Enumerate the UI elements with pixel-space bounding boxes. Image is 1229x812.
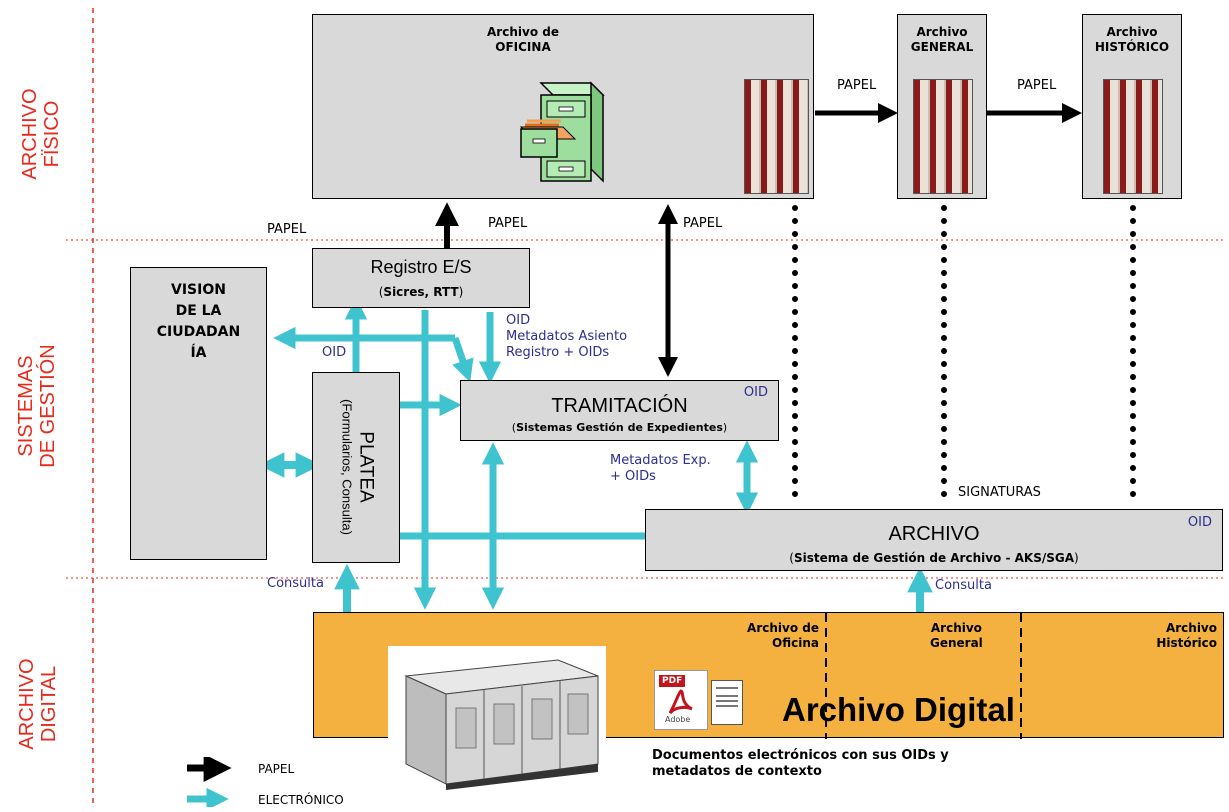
consulta-label-right: Consulta — [935, 578, 992, 593]
vision-line2: DE LA — [175, 303, 222, 319]
lane-fisico-line1: ARCHIVO — [19, 88, 41, 180]
adobe-logo-icon — [668, 689, 693, 715]
registro-metadata-label: OID Metadatos Asiento Registro + OIDs — [506, 313, 627, 361]
digital-sec3-line1: Archivo — [1165, 621, 1217, 635]
pdf-badge: PDF — [659, 675, 686, 687]
vision-ciudadania-box: VISION DE LA CIUDADAN ÍA — [130, 267, 267, 560]
elec-arrow-down-to-tramitacion — [451, 336, 474, 383]
digital-caption-line1: Documentos electrónicos con sus OIDs y — [652, 748, 949, 763]
adobe-label: Adobe — [665, 715, 691, 724]
tramitacion-box: TRAMITACIÓN (Sistemas Gestión de Expedie… — [460, 380, 779, 441]
lane-digital-line2: DIGITAL — [38, 665, 60, 743]
archivo-historico-title: Archivo HISTÓRICO — [1083, 25, 1181, 55]
registro-sub-open: ( — [378, 285, 384, 299]
registro-meta-line1: OID — [506, 313, 531, 328]
tramitacion-sub-bold: Sistemas Gestión de Expedientes — [516, 421, 723, 434]
shelving-photo-oficina — [744, 79, 809, 194]
archivo-historico-title-line1: Archivo — [1106, 25, 1158, 39]
digital-sec1-label: Archivo de Oficina — [747, 621, 819, 651]
registro-meta-line2: Metadatos Asiento — [506, 329, 628, 344]
server-photo — [388, 646, 606, 790]
archivo-oficina-title: Archivo de OFICINA — [233, 25, 813, 55]
registro-sub-bold: Sicres, RTT — [383, 285, 459, 299]
platea-subtitle: (Formularios, Consulta) — [339, 399, 355, 535]
platea-box: PLATEA (Formularios, Consulta) — [312, 372, 400, 563]
signaturas-label: SIGNATURAS — [958, 485, 1041, 500]
lane-digital-line1: ARCHIVO — [16, 658, 38, 750]
lane-gestion-line1: SISTEMAS — [15, 355, 37, 457]
exp-meta-line2: + OIDs — [610, 469, 656, 484]
legend-arrows — [187, 757, 232, 807]
tramitacion-title: TRAMITACIÓN — [551, 395, 688, 417]
archivo-general-box: Archivo GENERAL — [897, 14, 987, 199]
platea-title: PLATEA — [355, 431, 377, 503]
vision-title: VISION DE LA CIUDADAN ÍA — [131, 280, 266, 364]
registro-meta-line3: Registro + OIDs — [506, 345, 610, 360]
expediente-metadata-label: Metadatos Exp. + OIDs — [610, 453, 711, 485]
shelving-photo-general — [913, 79, 973, 194]
archivo-historico-title-line2: HISTÓRICO — [1094, 40, 1170, 54]
shelving-photo-historico — [1103, 79, 1163, 194]
archivo-sub-open: ( — [789, 551, 794, 565]
consulta-label-left: Consulta — [267, 576, 324, 591]
registro-es-box: Registro E/S (Sicres, RTT) — [312, 248, 530, 308]
filing-cabinet-icon — [519, 81, 605, 183]
digital-section-dividers — [825, 613, 1022, 739]
archivo-oid: OID — [1187, 515, 1212, 530]
papel-label-registro: PAPEL — [488, 216, 528, 231]
papel-label-tramitacion: PAPEL — [683, 216, 723, 231]
oid-label-left: OID — [322, 345, 347, 360]
digital-sec3-line2: Histórico — [1156, 636, 1217, 650]
digital-caption: Documentos electrónicos con sus OIDs y m… — [652, 748, 949, 780]
tramitacion-subtitle: (Sistemas Gestión de Expedientes) — [461, 421, 778, 434]
archivo-general-title: Archivo GENERAL — [898, 25, 986, 55]
archivo-oficina-title-line2: OFICINA — [495, 40, 551, 54]
digital-sec2-label: Archivo General — [930, 621, 983, 651]
digital-sec1-line1: Archivo de — [747, 621, 819, 635]
archivo-box: ARCHIVO (Sistema de Gestión de Archivo -… — [645, 509, 1223, 571]
papel-label-left: PAPEL — [267, 222, 307, 237]
archivo-oficina-box: Archivo de OFICINA — [312, 14, 814, 199]
digital-caption-line2: metadatos de contexto — [652, 764, 822, 779]
archivo-general-title-line2: GENERAL — [910, 40, 974, 54]
lane-title-fisico: ARCHIVO FÏSICO — [19, 79, 63, 189]
archivo-historico-box: Archivo HISTÓRICO — [1082, 14, 1182, 199]
archivo-sub-close: ) — [1074, 551, 1079, 565]
tramitacion-sub-close: ) — [722, 421, 728, 434]
archivo-sub-bold: Sistema de Gestión de Archivo - AKS/SGA — [793, 551, 1075, 565]
archivo-digital-title: Archivo Digital — [782, 691, 1015, 728]
lane-title-digital: ARCHIVO DIGITAL — [16, 649, 60, 759]
digital-sec3-label: Archivo Histórico — [1156, 621, 1217, 651]
archivo-title: ARCHIVO — [888, 523, 980, 545]
pdf-document-icon: PDF Adobe — [654, 670, 708, 730]
digital-sec2-line1: Archivo — [930, 621, 982, 635]
registro-title: Registro E/S — [370, 257, 472, 277]
lane-fisico-line2: FÏSICO — [41, 100, 63, 168]
tramitacion-oid: OID — [743, 385, 768, 400]
exp-meta-line1: Metadatos Exp. — [610, 453, 711, 468]
vision-line1: VISION — [171, 282, 226, 298]
archivo-subtitle: (Sistema de Gestión de Archivo - AKS/SGA… — [646, 551, 1222, 565]
vision-line4: ÍA — [190, 345, 207, 361]
text-document-icon — [711, 680, 743, 725]
papel-label-general-historico: PAPEL — [1017, 78, 1057, 93]
mainframe-server-icon — [404, 659, 599, 790]
archivo-general-title-line1: Archivo — [916, 25, 968, 39]
registro-sub-close: ) — [458, 285, 464, 299]
legend-electronico-label: ELECTRÓNICO — [258, 793, 344, 807]
tramitacion-sub-open: ( — [511, 421, 517, 434]
lane-title-gestion: SISTEMAS DE GESTIÓN — [15, 331, 59, 481]
platea-rotated-text: PLATEA (Formularios, Consulta) — [337, 372, 377, 563]
vision-line3: CIUDADAN — [156, 324, 241, 340]
legend-papel-label: PAPEL — [258, 762, 295, 776]
archivo-oficina-title-line1: Archivo de — [487, 25, 559, 39]
registro-subtitle: (Sicres, RTT) — [313, 285, 529, 299]
papel-label-oficina-general: PAPEL — [837, 78, 877, 93]
digital-sec2-line2: General — [930, 636, 983, 650]
digital-sec1-line2: Oficina — [772, 636, 819, 650]
lane-gestion-line2: DE GESTIÓN — [37, 344, 59, 468]
